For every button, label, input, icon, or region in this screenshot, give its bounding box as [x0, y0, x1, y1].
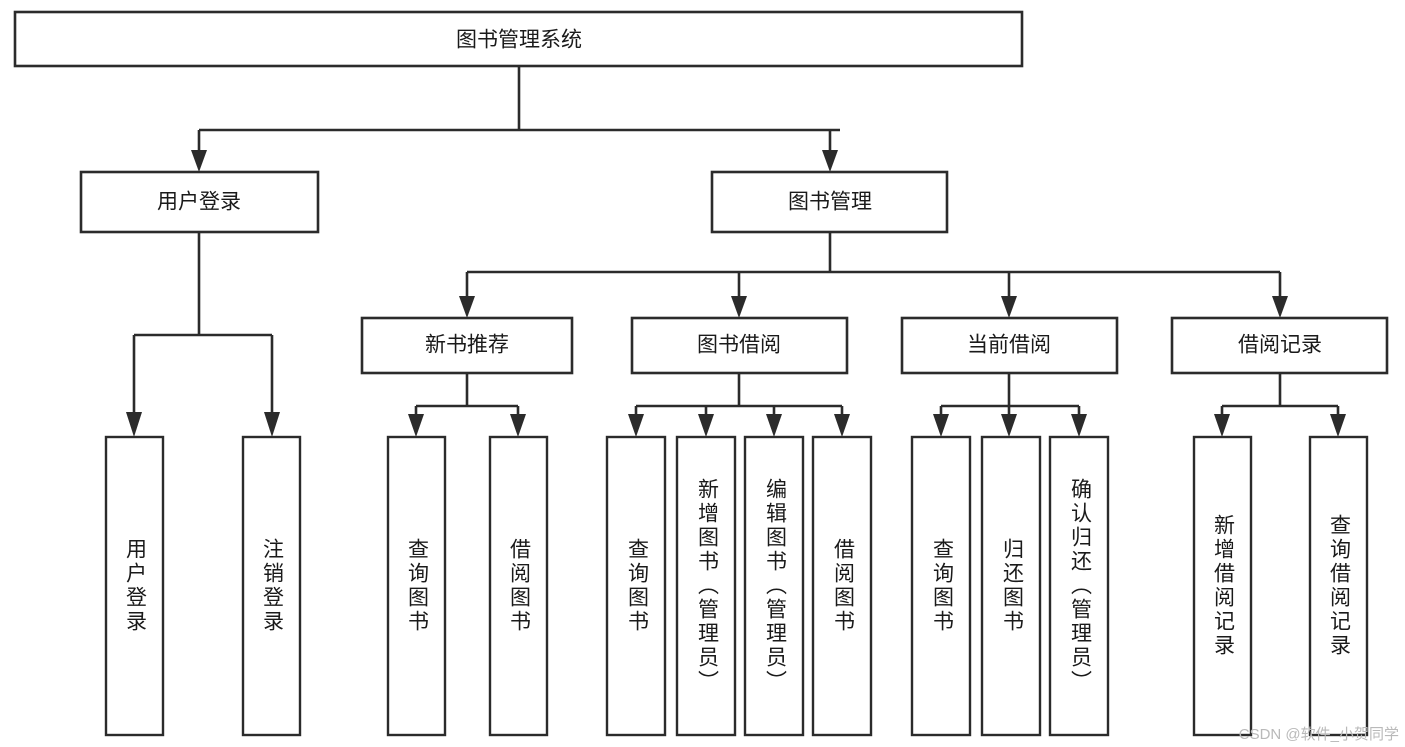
leaf-query-book-1-label: 查询图书 — [405, 538, 429, 634]
leaf-user-login-label: 用户登录 — [123, 538, 147, 634]
node-user-login-label: 用户登录 — [157, 191, 241, 214]
leaf-add-book[interactable]: 新增图书（管理员） — [675, 435, 737, 737]
leaf-query-book-1[interactable]: 查询图书 — [386, 435, 447, 737]
leaf-edit-book-label: 编辑图书（管理员） — [763, 478, 787, 694]
leaf-query-book-3-label: 查询图书 — [930, 538, 954, 634]
node-root[interactable]: 图书管理系统 — [13, 10, 1024, 68]
leaf-confirm-return[interactable]: 确认归还（管理员） — [1048, 435, 1110, 737]
leaf-add-book-label: 新增图书（管理员） — [695, 478, 719, 694]
connector-bookborrow-to-leaves — [628, 373, 850, 437]
connector-root-to-level2 — [191, 66, 840, 172]
leaf-user-logout[interactable]: 注销登录 — [241, 435, 302, 737]
node-book-borrow[interactable]: 图书借阅 — [630, 316, 849, 375]
leaf-return-book[interactable]: 归还图书 — [980, 435, 1042, 737]
node-borrow-record[interactable]: 借阅记录 — [1170, 316, 1389, 375]
connector-borrowrecord-to-leaves — [1214, 373, 1346, 437]
node-borrow-record-label: 借阅记录 — [1238, 334, 1322, 357]
node-current-borrow-label: 当前借阅 — [967, 334, 1051, 357]
leaf-borrow-book-1-label: 借阅图书 — [507, 538, 531, 634]
leaf-query-book-2[interactable]: 查询图书 — [605, 435, 667, 737]
connector-userlogin-to-leaves — [126, 232, 280, 437]
leaf-borrow-book-1[interactable]: 借阅图书 — [488, 435, 549, 737]
connector-bookmanage-to-level3 — [459, 232, 1288, 318]
leaf-return-book-label: 归还图书 — [1000, 538, 1024, 634]
leaf-user-logout-label: 注销登录 — [260, 538, 284, 634]
leaf-query-record-label: 查询借阅记录 — [1327, 514, 1351, 658]
leaf-query-book-3[interactable]: 查询图书 — [910, 435, 972, 737]
leaf-user-login[interactable]: 用户登录 — [104, 435, 165, 737]
node-new-book-rec-label: 新书推荐 — [425, 334, 509, 357]
leaf-edit-book[interactable]: 编辑图书（管理员） — [743, 435, 805, 737]
leaf-query-record[interactable]: 查询借阅记录 — [1308, 435, 1369, 737]
node-root-label: 图书管理系统 — [456, 29, 582, 52]
node-current-borrow[interactable]: 当前借阅 — [900, 316, 1119, 375]
connector-currentborrow-to-leaves — [933, 373, 1087, 437]
node-new-book-rec[interactable]: 新书推荐 — [360, 316, 574, 375]
connector-newbook-to-leaves — [408, 373, 526, 437]
node-book-borrow-label: 图书借阅 — [697, 334, 781, 357]
leaf-borrow-book-2[interactable]: 借阅图书 — [811, 435, 873, 737]
leaf-add-record[interactable]: 新增借阅记录 — [1192, 435, 1253, 737]
leaf-borrow-book-2-label: 借阅图书 — [831, 538, 855, 634]
node-user-login[interactable]: 用户登录 — [79, 170, 320, 234]
csdn-watermark: CSDN @软件_小贺同学 — [1238, 726, 1399, 743]
leaf-confirm-return-label: 确认归还（管理员） — [1068, 478, 1092, 694]
node-book-manage-label: 图书管理 — [788, 191, 872, 214]
leaf-add-record-label: 新增借阅记录 — [1211, 514, 1235, 658]
node-book-manage[interactable]: 图书管理 — [710, 170, 949, 234]
leaf-query-book-2-label: 查询图书 — [625, 538, 649, 634]
